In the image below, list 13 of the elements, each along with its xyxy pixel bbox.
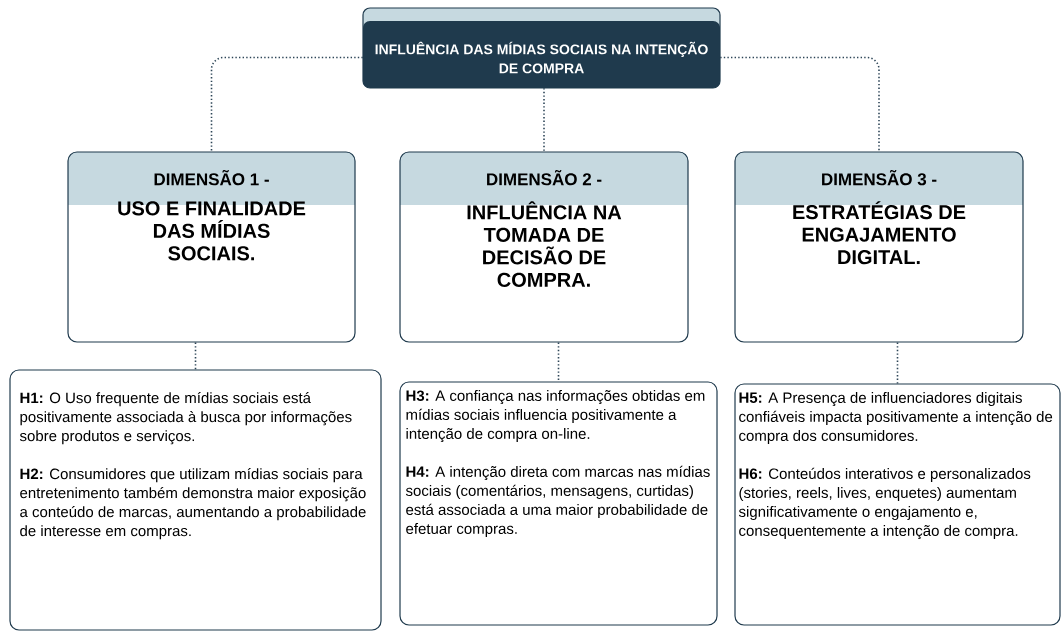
connector-line	[543, 87, 545, 153]
dimension-box: DIMENSÃO 1 - USO E FINALIDADE DAS MÍDIAS SOCIAIS.	[67, 151, 356, 343]
connector-line	[896, 341, 899, 385]
connector-line	[719, 56, 880, 153]
dimension-box: DIMENSÃO 2 - INFLUÊNCIA NA TOMADA DE DECISÃO DE COMPRA.	[399, 151, 689, 343]
connector-line	[210, 56, 364, 153]
connector-line	[557, 341, 560, 383]
hypothesis-box: H5: A Presença de influenciadores digitais confiáveis impacta positivamente a intenção de compra dos consumidores. H6: Conteúdos interativos e personalizados (stories, reels, lives, enquetes) aumentam significativamente o engajamento e, consequentemente a intenção de compra.	[734, 383, 1061, 626]
hypothesis-box: H1: O Uso frequente de mídias sociais está positivamente associada à busca por informações sobre produtos e serviços. H2: Consumidores que utilizam mídias sociais para entretenimento também demonstra maior exposição a conteúdo de marcas, aumentando a probabilidade de interesse em compras.	[9, 369, 382, 631]
connector-line	[194, 341, 197, 371]
hypothesis-box: H3: A confiança nas informações obtidas em mídias sociais influencia positivamente a intenção de compra on-line. H4: A intenção direta com marcas nas mídias sociais (comentários, mensagens, curtidas) está associada a uma maior probabilidade de efetuar compras.	[399, 381, 718, 626]
title-box: INFLUÊNCIA DAS MÍDIAS SOCIAIS NA INTENÇÃO DE COMPRA	[362, 7, 721, 89]
dimension-box: DIMENSÃO 3 - ESTRATÉGIAS DE ENGAJAMENTO DIGITAL.	[734, 151, 1024, 343]
